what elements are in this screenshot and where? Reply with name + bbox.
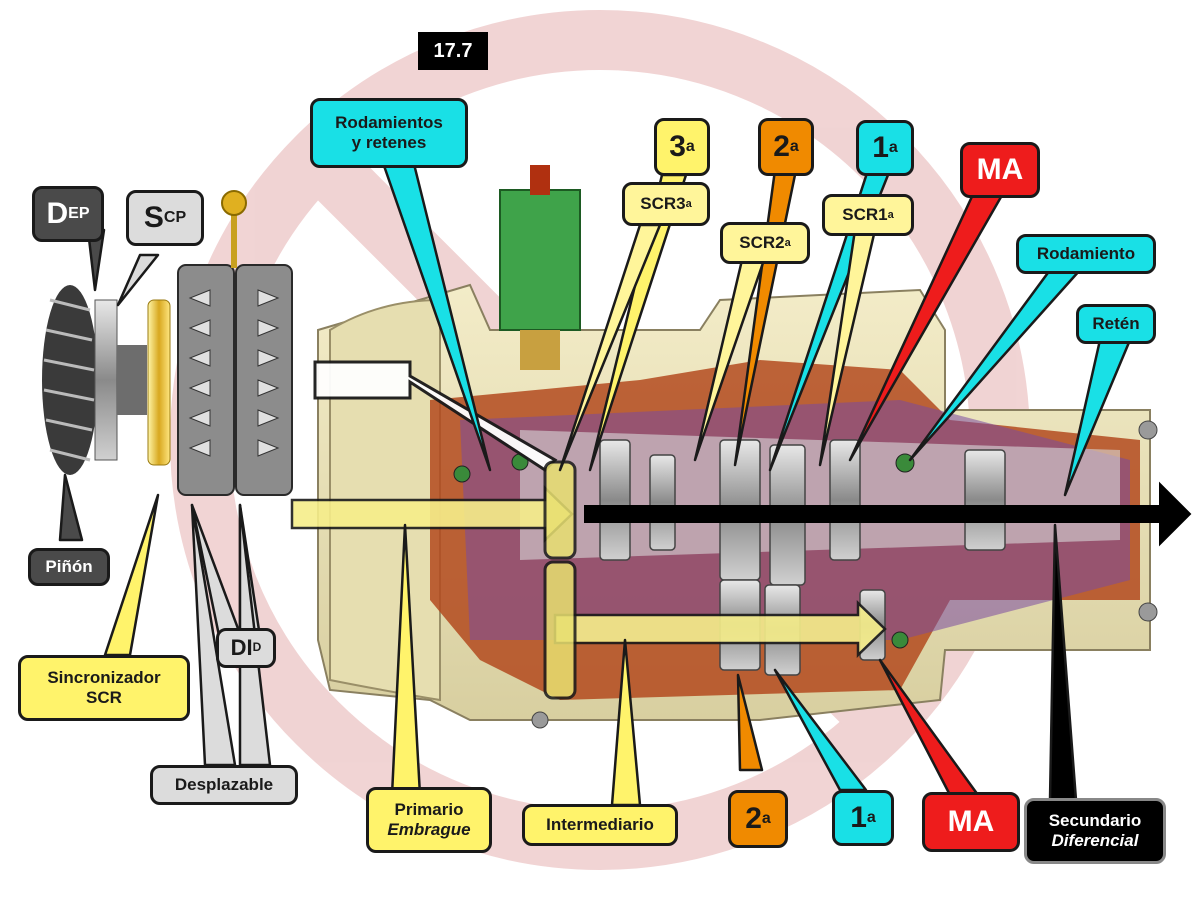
label-reten: Retén bbox=[1076, 304, 1156, 344]
label-did-sub: D bbox=[252, 640, 262, 655]
label-ma-bottom: MA bbox=[922, 792, 1020, 852]
label-rodamientos-line2: y retenes bbox=[351, 133, 427, 152]
synchro-assembly bbox=[42, 190, 293, 496]
label-gear1-bottom-sup: a bbox=[866, 808, 876, 826]
label-secundario-line2: Diferencial bbox=[1051, 831, 1139, 850]
label-sincronizador-line1: Sincronizador bbox=[47, 668, 161, 688]
flow-arrows bbox=[290, 360, 1192, 700]
label-primario: Primario Embrague bbox=[366, 787, 492, 853]
label-gear2-bottom-sup: a bbox=[761, 809, 771, 827]
label-desplazable: Desplazable bbox=[150, 765, 298, 805]
label-gear1-top-sup: a bbox=[888, 138, 898, 156]
label-ma-top: MA bbox=[960, 142, 1040, 198]
label-gear2-bottom-num: 2 bbox=[745, 801, 762, 835]
label-sincronizador: Sincronizador SCR bbox=[18, 655, 190, 721]
label-scr2-text: SCR2 bbox=[739, 233, 785, 253]
label-secundario-line1: Secundario bbox=[1048, 811, 1142, 831]
label-gear3-top-sup: a bbox=[685, 137, 695, 155]
label-primario-line2: Embrague bbox=[387, 820, 471, 839]
label-gear2-top-sup: a bbox=[789, 137, 799, 155]
label-scp-sub: CP bbox=[163, 208, 187, 226]
label-rodamientos-line1: Rodamientos bbox=[335, 113, 443, 133]
label-gear3-top-num: 3 bbox=[669, 129, 686, 163]
label-gear1-top-num: 1 bbox=[872, 130, 889, 164]
label-sincronizador-line2: SCR bbox=[86, 688, 122, 707]
label-did-main: DI bbox=[230, 635, 253, 661]
label-dep-sub: EP bbox=[68, 204, 90, 222]
label-scr3-sup: a bbox=[685, 197, 692, 210]
label-scr2-sup: a bbox=[784, 236, 791, 249]
label-intermediario: Intermediario bbox=[522, 804, 678, 846]
label-rodamientos-retenes: Rodamientos y retenes bbox=[310, 98, 468, 168]
label-pinon: Piñón bbox=[28, 548, 110, 586]
label-rodamiento: Rodamiento bbox=[1016, 234, 1156, 274]
label-gear2-top-num: 2 bbox=[773, 129, 790, 163]
label-dep-main: D bbox=[46, 196, 69, 230]
label-scr3-text: SCR3 bbox=[640, 194, 686, 214]
label-primario-line1: Primario bbox=[394, 800, 464, 820]
label-scr1-sup: a bbox=[887, 208, 894, 221]
label-scr1-text: SCR1 bbox=[842, 205, 888, 225]
figure-number: 17.7 bbox=[418, 32, 488, 70]
label-gear1-bottom-num: 1 bbox=[850, 800, 867, 834]
label-scp-main: S bbox=[143, 200, 164, 234]
label-secundario: Secundario Diferencial bbox=[1024, 798, 1166, 864]
